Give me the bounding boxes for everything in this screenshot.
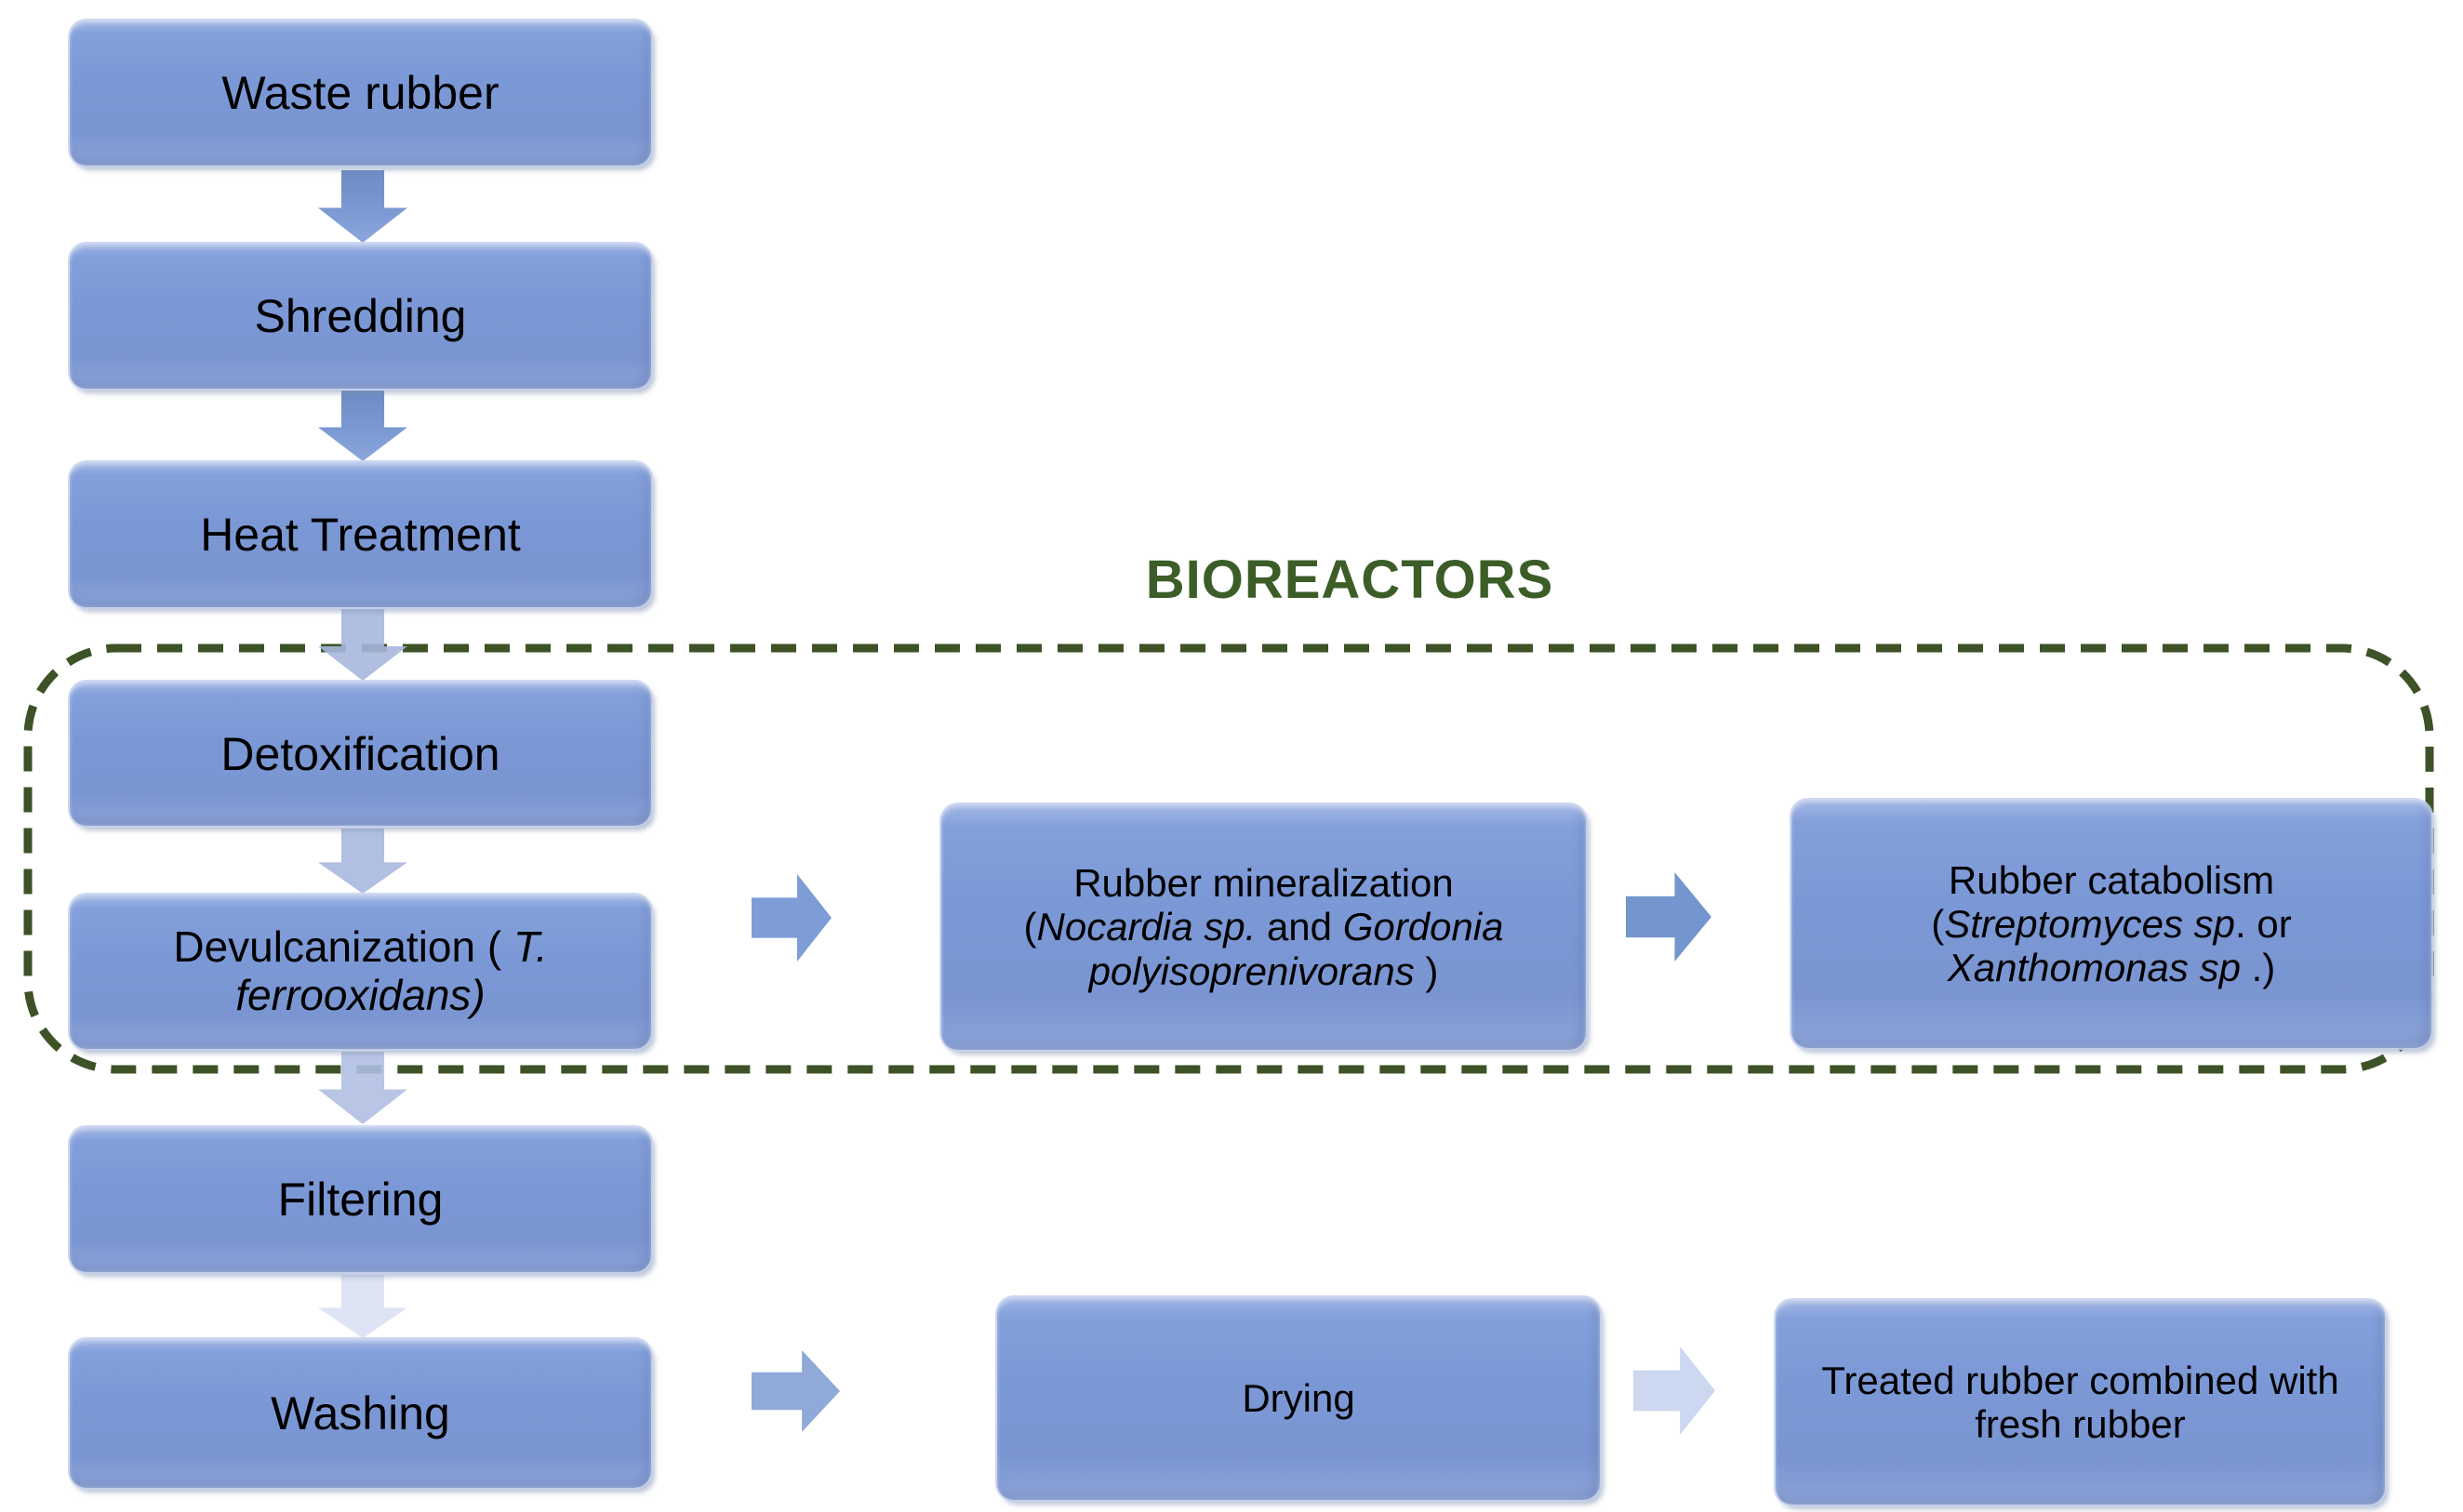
process-box-rubber-mineralization: Rubber mineralization(Nocardia sp. and G… xyxy=(941,804,1586,1050)
process-box-rubber-catabolism: Rubber catabolism(Streptomyces sp. or Xa… xyxy=(1791,800,2431,1048)
box-label: Waste rubber xyxy=(221,67,499,119)
process-box-treated-rubber: Treated rubber combined with fresh rubbe… xyxy=(1776,1300,2385,1505)
box-label: Detoxification xyxy=(220,727,500,780)
box-label: Rubber catabolism(Streptomyces sp. or Xa… xyxy=(1931,857,2303,990)
box-label: Heat Treatment xyxy=(200,509,521,561)
process-box-drying: Drying xyxy=(997,1297,1600,1500)
box-label: Filtering xyxy=(277,1174,444,1226)
box-label: Washing xyxy=(271,1387,450,1439)
process-box-filtering: Filtering xyxy=(70,1127,651,1272)
bioreactors-section-title: BIOREACTORS xyxy=(1145,550,1554,610)
process-box-waste-rubber: Waste rubber xyxy=(70,20,651,166)
process-box-detoxification: Detoxification xyxy=(70,682,651,826)
box-label: Shredding xyxy=(254,290,467,342)
process-box-devulcanization: Devulcanization ( T. ferrooxidans) xyxy=(70,895,651,1049)
box-label: Drying xyxy=(1242,1376,1355,1421)
process-box-heat-treatment: Heat Treatment xyxy=(70,462,651,607)
box-label: Treated rubber combined with fresh rubbe… xyxy=(1821,1358,2350,1446)
box-label: Rubber mineralization(Nocardia sp. and G… xyxy=(1023,861,1515,993)
process-box-shredding: Shredding xyxy=(70,244,651,389)
box-label: Devulcanization ( T. ferrooxidans) xyxy=(173,922,560,1019)
process-box-washing: Washing xyxy=(70,1339,651,1488)
